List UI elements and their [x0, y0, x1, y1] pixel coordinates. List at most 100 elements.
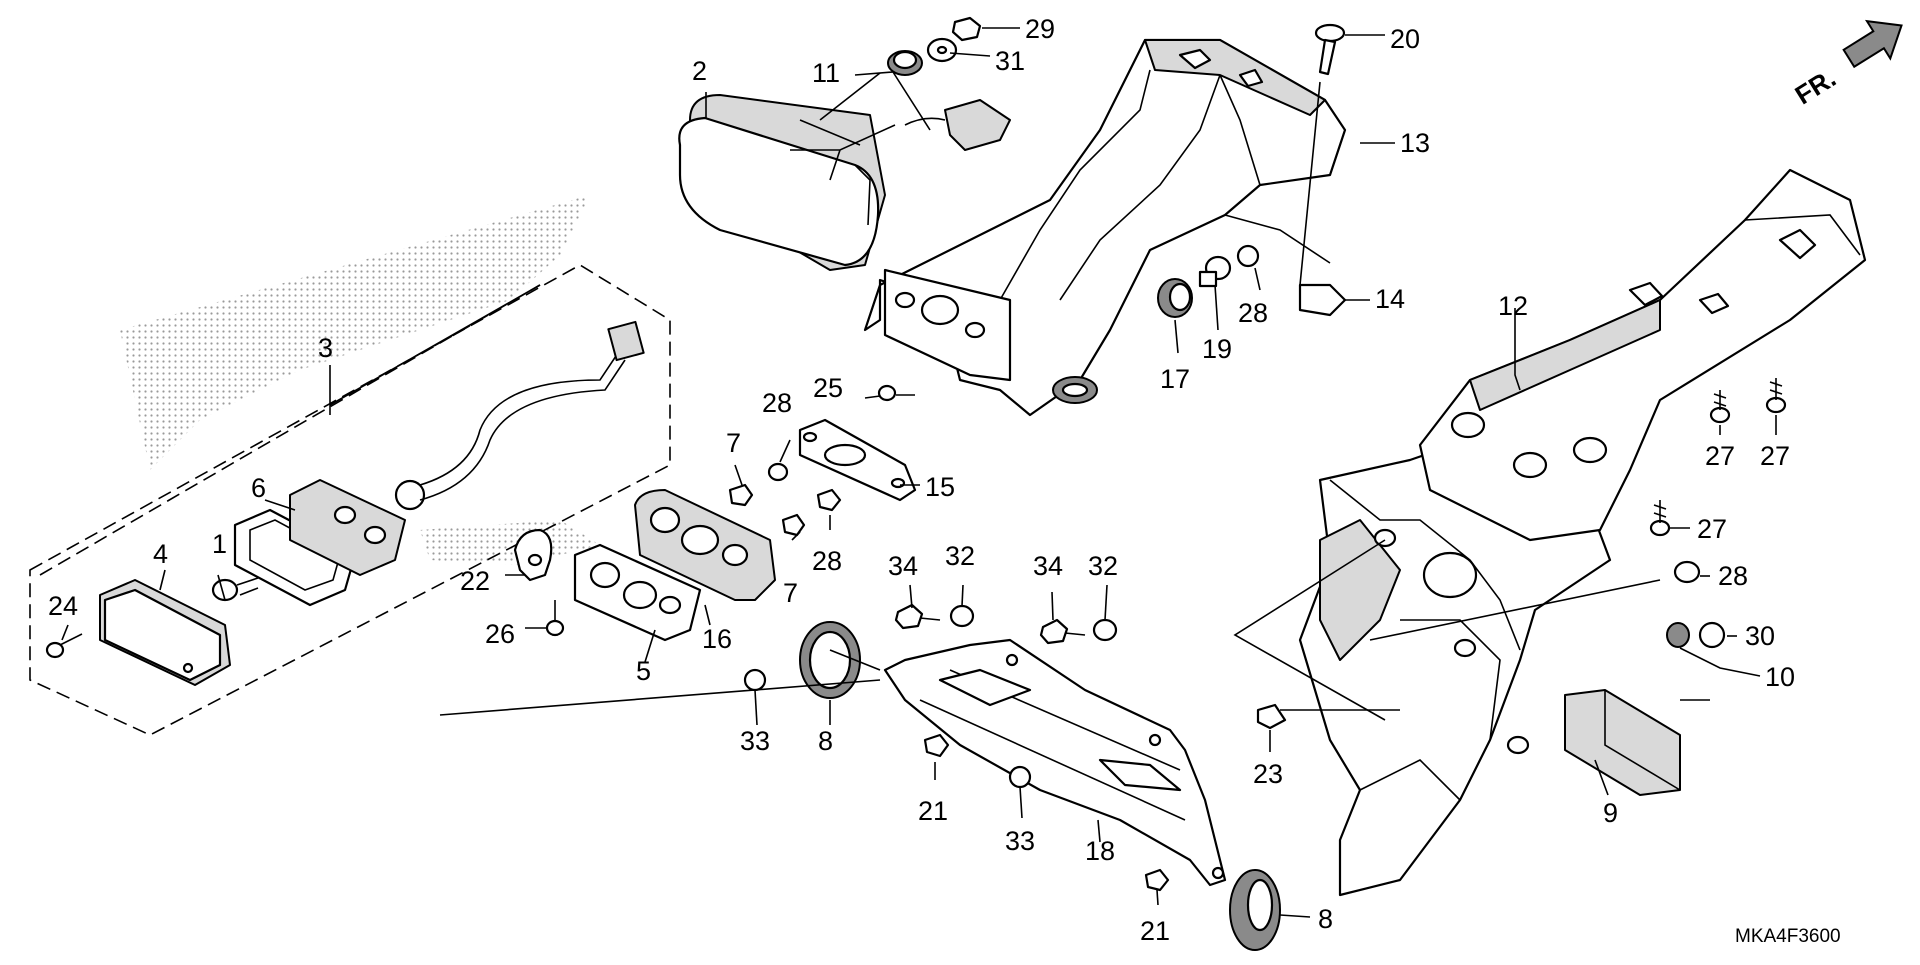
leader-lines: [61, 27, 1777, 918]
washer-33-left: [743, 668, 767, 692]
callout-23: 23: [1253, 759, 1283, 789]
callout-19: 19: [1202, 334, 1232, 364]
callout-32b: 32: [1088, 551, 1118, 581]
callout-21b: 21: [1140, 916, 1170, 946]
washer-28-mid: [767, 462, 789, 482]
callout-20: 20: [1390, 24, 1420, 54]
callout-10: 10: [1765, 662, 1795, 692]
callout-7a: 7: [726, 428, 741, 458]
callout-13: 13: [1400, 128, 1430, 158]
screw-25: [864, 384, 897, 402]
nut-7-upper: [728, 483, 754, 507]
washer-31-hole: [936, 45, 948, 55]
callout-3: 3: [318, 333, 333, 363]
bracket-15: [798, 418, 917, 502]
callout-28b: 28: [762, 388, 792, 418]
light-beam-shading: [120, 195, 590, 470]
lens-cover-4: [99, 579, 231, 686]
fender-bracket: [1418, 168, 1867, 542]
nut-29: [951, 16, 982, 42]
front-direction-arrow: [1842, 19, 1903, 69]
callout-14: 14: [1375, 284, 1405, 314]
callout-6: 6: [251, 473, 266, 503]
screw-24: [45, 633, 83, 659]
grommet-8-right: [1229, 869, 1281, 951]
nut-21-lower: [1144, 868, 1170, 892]
callout-21a: 21: [918, 796, 948, 826]
callout-12: 12: [1498, 291, 1528, 321]
callout-34b: 34: [1033, 551, 1063, 581]
callout-17: 17: [1160, 364, 1190, 394]
socket-harness: [394, 320, 645, 511]
callout-4: 4: [153, 539, 168, 569]
callout-15: 15: [925, 472, 955, 502]
callout-18: 18: [1085, 836, 1115, 866]
washer-33-right: [1008, 765, 1032, 789]
screw-27-c: [1649, 500, 1671, 537]
grommet-8-left: [799, 621, 881, 699]
callout-9: 9: [1603, 798, 1618, 828]
screw-27-b: [1765, 378, 1787, 414]
bolt-34-left: [894, 603, 941, 630]
stay-22: [513, 528, 553, 582]
screw-20: [1314, 23, 1346, 76]
gasket-5: [573, 543, 702, 642]
callout-34a: 34: [888, 551, 918, 581]
callout-22: 22: [460, 566, 490, 596]
callout-28a: 28: [1238, 298, 1268, 328]
callout-27a: 27: [1705, 441, 1735, 471]
collar-10: [1666, 622, 1690, 648]
nut-7-lower: [781, 513, 806, 537]
assembly-outline: [29, 264, 671, 736]
assembly-divider: [39, 284, 541, 576]
callout-27b: 27: [1760, 441, 1790, 471]
light-beam-shading-lower: [420, 520, 600, 565]
front-direction-label: FR.: [1790, 63, 1841, 111]
callout-32a: 32: [945, 541, 975, 571]
callout-31: 31: [995, 46, 1025, 76]
rear-undercover: [863, 38, 1347, 417]
nut-28-lower: [816, 488, 842, 512]
base-6: [289, 479, 406, 576]
washer-28-upper: [1236, 244, 1260, 268]
reflector-9: [1564, 689, 1681, 796]
nut-30: [1698, 621, 1726, 649]
callout-28d: 28: [1718, 561, 1748, 591]
callout-2: 2: [692, 56, 707, 86]
callout-5: 5: [636, 656, 651, 686]
cap-23: [1256, 703, 1287, 730]
callout-30: 30: [1745, 621, 1775, 651]
clip-14: [1298, 283, 1347, 317]
callout-24: 24: [48, 591, 78, 621]
callout-numbers: 1 2 3 4 5 6 7 7 8 8 9 10 11 12 13 14 15 …: [48, 14, 1795, 946]
callout-16: 16: [702, 624, 732, 654]
callout-7b: 7: [783, 578, 798, 608]
washer-32-left: [949, 604, 975, 628]
washer-28-right: [1673, 560, 1701, 584]
callout-26: 26: [485, 619, 515, 649]
grommet-11: [887, 50, 923, 76]
callout-27c: 27: [1697, 514, 1727, 544]
callout-8a: 8: [818, 726, 833, 756]
bulb-1: [211, 577, 259, 602]
screw-26: [545, 600, 565, 637]
screw-27-a: [1709, 390, 1731, 424]
callout-1: 1: [212, 529, 227, 559]
tail-light: [678, 94, 1011, 271]
grommet-17: [1157, 278, 1193, 318]
gasket-6: [233, 508, 357, 607]
drawing-code: MKA4F3600: [1735, 926, 1841, 947]
callout-33b: 33: [1005, 826, 1035, 856]
cushion-16: [634, 489, 776, 601]
callout-28c: 28: [812, 546, 842, 576]
bolt-34-right: [1039, 618, 1086, 645]
callout-25: 25: [813, 373, 843, 403]
callout-8b: 8: [1318, 904, 1333, 934]
callout-29: 29: [1025, 14, 1055, 44]
collar-19: [1198, 255, 1232, 288]
nut-21-upper: [923, 733, 950, 758]
callout-33a: 33: [740, 726, 770, 756]
callout-11: 11: [812, 58, 840, 88]
washer-32-right: [1092, 618, 1118, 642]
